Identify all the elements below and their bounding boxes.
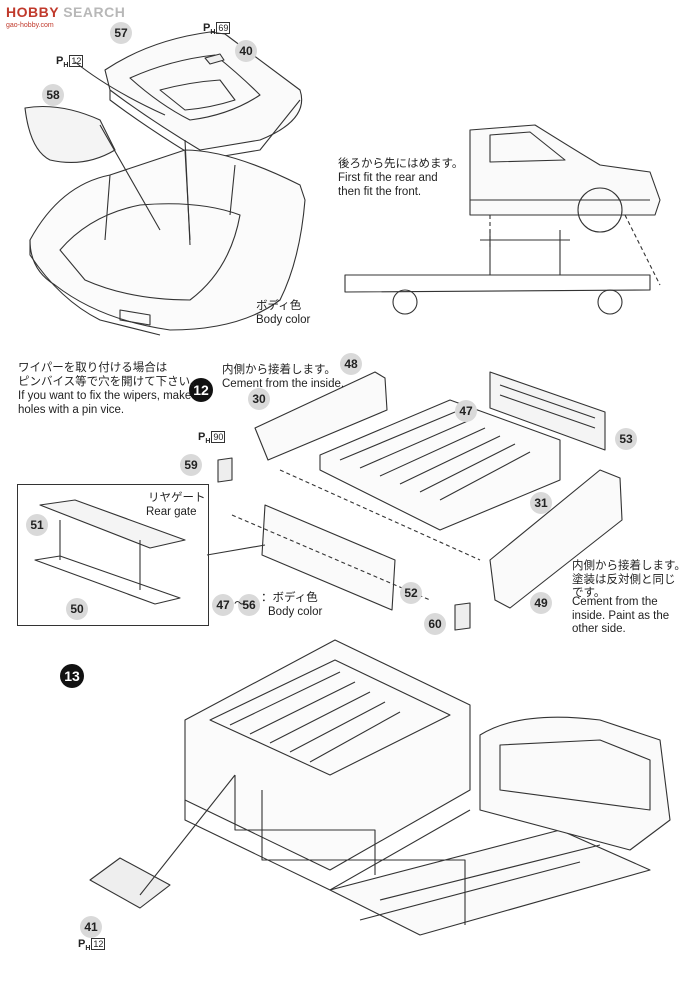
- body-color-range-jp: ：ボディ色: [261, 592, 318, 604]
- truck-side-view-drawing: [344, 124, 661, 315]
- part-53-label: 53: [615, 428, 637, 450]
- wiper-note-jp: ワイパーを取り付ける場合は ピンバイス等で穴を開けて下さい。: [18, 362, 202, 388]
- wiper-note-en: If you want to fix the wipers, make hole…: [18, 390, 192, 416]
- part-47-range-label: 47: [212, 594, 234, 616]
- dashboard-panel-drawing: [104, 31, 303, 161]
- rear-gate-inset-frame: [17, 484, 209, 626]
- fit-note-jp: 後ろから先にはめます。: [338, 158, 464, 170]
- inside-paint-note-jp: 内側から接着します。 塗装は反対側と同じ です。: [572, 560, 686, 599]
- part-49-label: 49: [530, 592, 552, 614]
- part-57-label: 57: [110, 22, 132, 44]
- inside-paint-note-en: Cement from the inside. Paint as the oth…: [572, 596, 670, 635]
- part-51-label: 51: [26, 514, 48, 536]
- part-41-label: 41: [80, 916, 102, 938]
- bed-assembly-drawing: [217, 371, 623, 631]
- part-58-label: 58: [42, 84, 64, 106]
- cab-interior-drawing: [29, 149, 306, 336]
- bed-mounting-drawing: [89, 639, 671, 936]
- inside-note-en: Cement from the inside.: [222, 378, 345, 390]
- part-60-label: 60: [424, 613, 446, 635]
- rear-gate-inset-drawing: [34, 499, 186, 605]
- logo-text-search: SEARCH: [63, 4, 126, 20]
- part-50-label: 50: [66, 598, 88, 620]
- part-30-label: 30: [248, 388, 270, 410]
- step-13-badge: 13: [60, 664, 84, 688]
- part-47-label: 47: [455, 400, 477, 422]
- part-56-label: 56: [238, 594, 260, 616]
- part-40-drawing: [204, 53, 225, 65]
- body-color-note-en: Body color: [256, 314, 311, 326]
- part-48-label: 48: [340, 353, 362, 375]
- site-logo: HOBBY SEARCH: [6, 4, 125, 20]
- range-separator: 〜: [234, 598, 246, 610]
- rear-gate-label-en: Rear gate: [146, 506, 197, 518]
- part-52-label: 52: [400, 582, 422, 604]
- body-color-range-en: Body color: [268, 606, 323, 618]
- logo-text-hobby: HOBBY: [6, 4, 59, 20]
- step-12-badge: 12: [189, 378, 213, 402]
- watermark-url: gao-hobby.com: [6, 22, 54, 29]
- part-31-label: 31: [530, 492, 552, 514]
- part-58-drawing: [24, 105, 116, 163]
- inside-note-jp: 内側から接着します。: [222, 364, 336, 376]
- fit-note-en: First fit the rear and then fit the fron…: [338, 172, 438, 198]
- part-40-label: 40: [235, 40, 257, 62]
- body-color-note-jp: ボディ色: [256, 300, 302, 312]
- rear-gate-label-jp: リヤゲート: [148, 492, 206, 504]
- part-59-label: 59: [180, 454, 202, 476]
